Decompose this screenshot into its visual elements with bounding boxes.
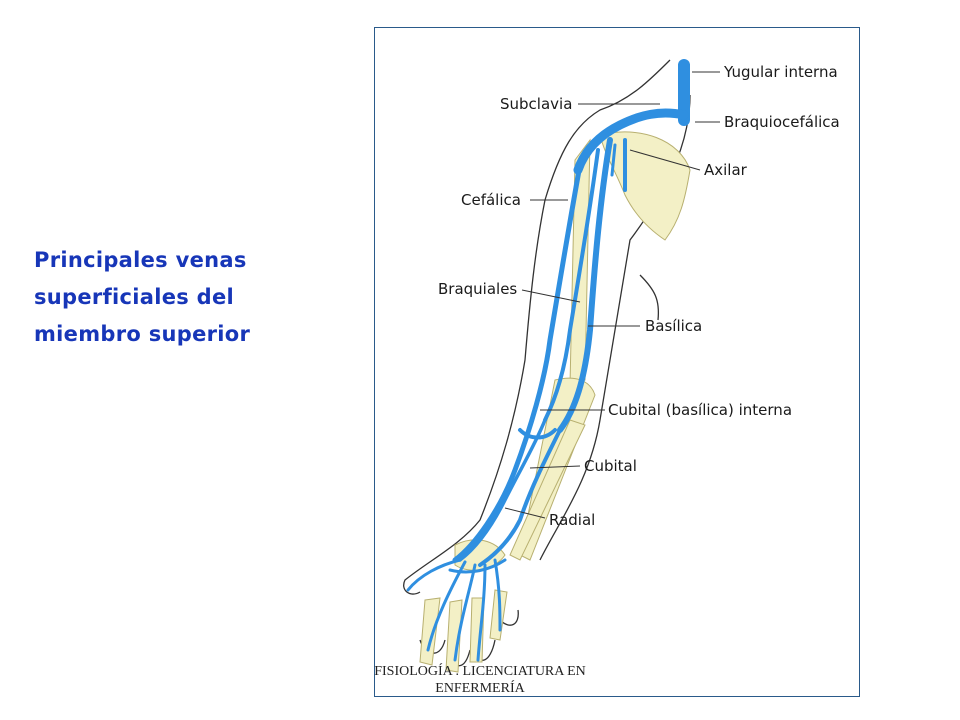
footer-line-2: ENFERMERÍA <box>435 681 525 696</box>
title-line-3: miembro superior <box>34 322 251 346</box>
leader-lines <box>504 71 720 519</box>
label-axilar: Axilar <box>704 161 748 179</box>
footer-text: FISIOLOGÍA . LICENCIATURA EN ENFERMERÍA <box>330 663 630 697</box>
label-cefalica: Cefálica <box>461 191 521 209</box>
label-subclavia: Subclavia <box>500 95 572 113</box>
title-line-2: superficiales del <box>34 285 235 309</box>
footer-line-1: FISIOLOGÍA . LICENCIATURA EN <box>374 664 586 679</box>
label-braquiocefalica: Braquiocefálica <box>724 113 840 131</box>
veins <box>406 59 690 662</box>
label-braquiales: Braquiales <box>438 280 517 298</box>
title-line-1: Principales venas <box>34 248 247 272</box>
label-yugular-interna: Yugular interna <box>723 63 838 81</box>
label-basilica: Basílica <box>645 317 702 335</box>
label-cubital-interna: Cubital (basílica) interna <box>608 401 792 419</box>
label-radial: Radial <box>549 511 595 529</box>
slide-title: Principales venas superficiales del miem… <box>34 242 324 353</box>
label-cubital: Cubital <box>584 457 637 475</box>
